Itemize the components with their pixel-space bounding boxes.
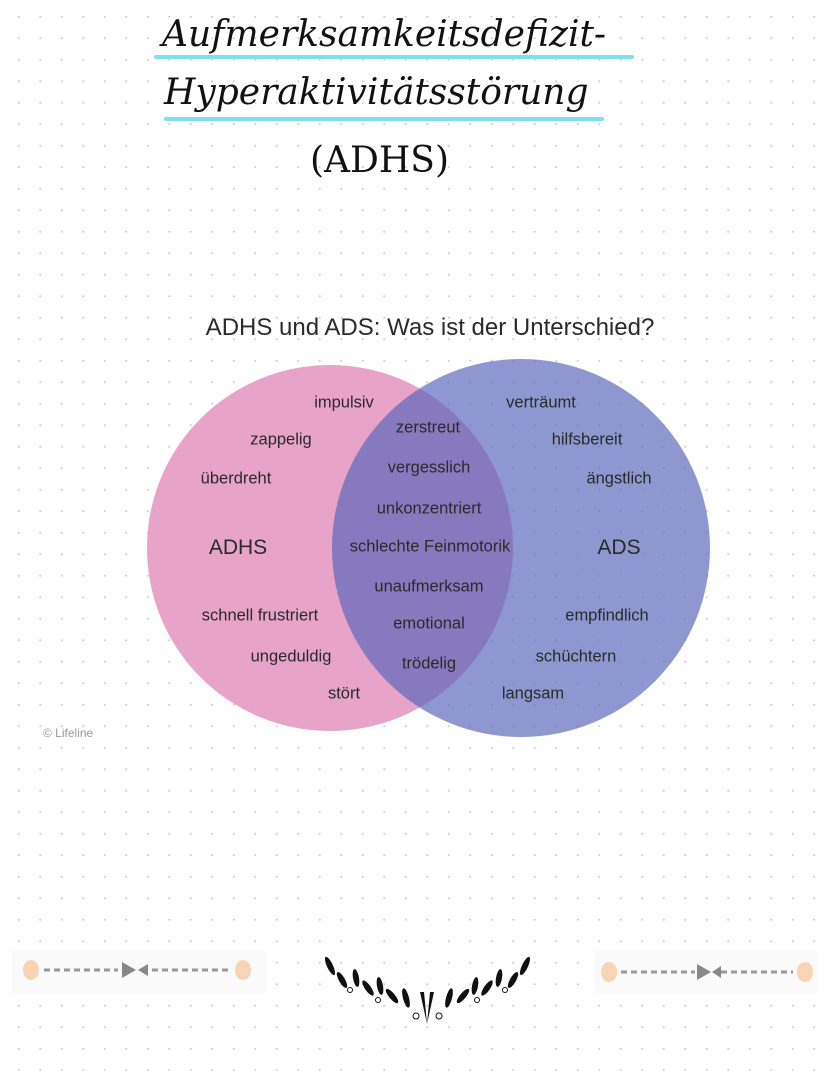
title-line-2: Hyperaktivitätsstörung: [164, 72, 589, 113]
venn-item: schnell frustriert: [201, 606, 319, 625]
venn-item: emotional: [393, 614, 465, 633]
venn-item: hilfsbereit: [551, 430, 623, 449]
arrow-divider-left: [12, 950, 267, 994]
image-credit: © Lifeline: [43, 726, 94, 740]
title-underline-2: [164, 117, 604, 121]
arrow-divider-right: [595, 950, 817, 994]
venn-item: unaufmerksam: [374, 577, 484, 596]
venn-item: ungeduldig: [250, 647, 332, 666]
venn-item: impulsiv: [314, 393, 374, 412]
venn-circle-ads: [332, 359, 710, 737]
venn-title: ADHS und ADS: Was ist der Unterschied?: [205, 314, 655, 341]
laurel-divider-icon: [324, 955, 533, 1024]
venn-item: schlechte Feinmotorik: [349, 537, 511, 556]
venn-item: zerstreut: [395, 418, 461, 437]
venn-label-adhs: ADHS: [208, 536, 268, 559]
venn-item: stört: [327, 684, 361, 703]
venn-item: verträumt: [506, 393, 576, 412]
venn-item: schüchtern: [535, 647, 617, 666]
venn-item: vergesslich: [387, 458, 471, 477]
venn-item: überdreht: [200, 469, 272, 488]
title-line-1: Aufmerksamkeitsdefizit-: [162, 14, 607, 55]
venn-label-ads: ADS: [597, 536, 641, 559]
venn-item: empfindlich: [565, 606, 649, 625]
title-underline-1: [154, 55, 634, 59]
venn-item: unkonzentriert: [376, 499, 482, 518]
venn-item: trödelig: [401, 654, 457, 673]
venn-item: ängstlich: [586, 469, 652, 488]
venn-item: langsam: [501, 684, 565, 703]
title-abbreviation: (ADHS): [310, 140, 450, 181]
venn-item: zappelig: [250, 430, 312, 449]
